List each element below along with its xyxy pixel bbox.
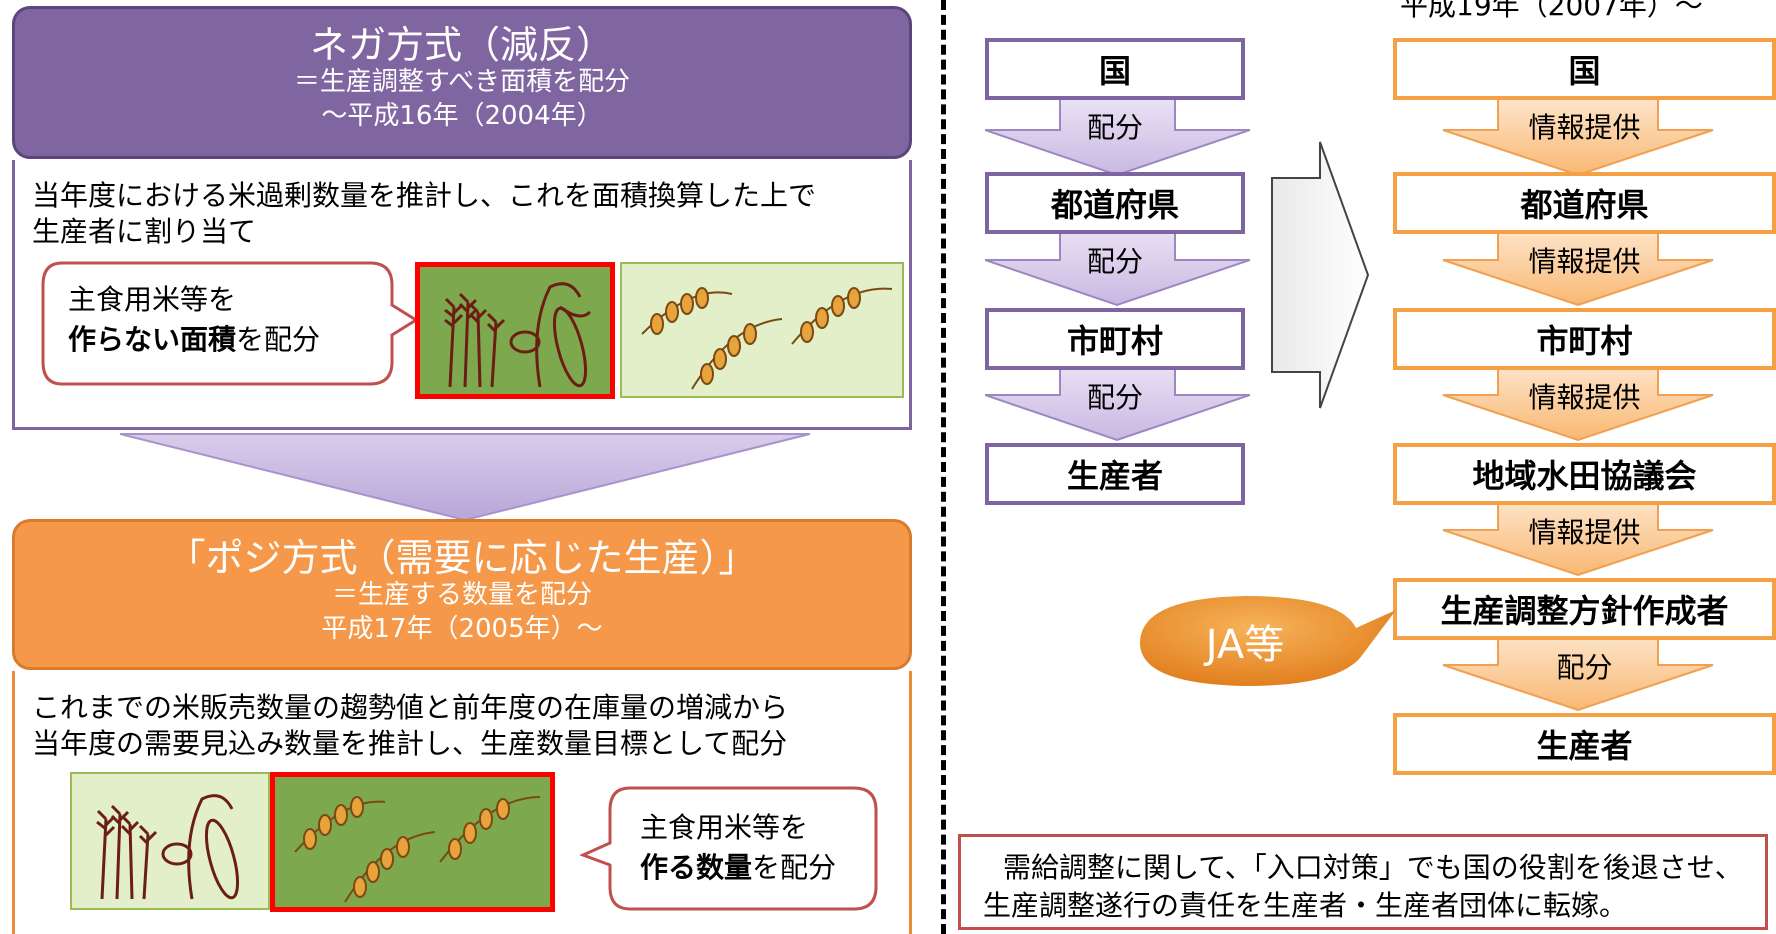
right-flow-header: 平成19年（2007年）～ bbox=[1400, 0, 1703, 22]
column-divider bbox=[941, 0, 946, 934]
ja-bubble-shape bbox=[1140, 596, 1396, 686]
left-edge-2: 配分 bbox=[1086, 245, 1143, 278]
wheat-soy-illustration bbox=[70, 772, 270, 910]
right-edge-4: 情報提供 bbox=[1528, 516, 1641, 549]
nega-header: ネガ方式（減反） ＝生産調整すべき面積を配分 ～平成16年（2004年） bbox=[12, 6, 912, 159]
left-node-producer: 生産者 bbox=[985, 443, 1245, 505]
posi-callout-bold: 作る数量 bbox=[640, 851, 753, 884]
right-node-pref: 都道府県 bbox=[1393, 172, 1776, 234]
nega-callout-bold: 作らない面積 bbox=[68, 323, 237, 356]
wheat-soy-illustration bbox=[415, 262, 615, 399]
rice-ear-illustration bbox=[270, 772, 555, 912]
ja-bubble: JA等 bbox=[1205, 622, 1285, 668]
rice-ear-illustration bbox=[620, 262, 904, 398]
posi-desc-line1: これまでの米販売数量の趨勢値と前年度の在庫量の増減から bbox=[32, 691, 789, 724]
nega-period: ～平成16年（2004年） bbox=[321, 101, 603, 131]
posi-callout-rest: を配分 bbox=[752, 851, 837, 884]
conclusion-line2: 生産調整遂行の責任を生産者・生産者団体に転嫁。 bbox=[983, 889, 1628, 922]
posi-callout-shape bbox=[580, 786, 878, 911]
right-node-city: 市町村 bbox=[1393, 308, 1776, 370]
posi-header: 「ポジ方式（需要に応じた生産）」 ＝生産する数量を配分 平成17年（2005年）… bbox=[12, 519, 912, 670]
nega-subtitle: ＝生産調整すべき面積を配分 bbox=[293, 67, 631, 97]
transition-arrow bbox=[120, 433, 810, 522]
transition-right-arrow bbox=[1271, 141, 1370, 409]
nega-callout-rest: を配分 bbox=[236, 323, 321, 356]
posi-period: 平成17年（2005年）～ bbox=[321, 614, 603, 644]
conclusion-note: 需給調整に関して、「入口対策」でも国の役割を後退させ、 生産調整遂行の責任を生産… bbox=[958, 834, 1768, 930]
right-edge-5: 配分 bbox=[1556, 651, 1613, 684]
right-edge-2: 情報提供 bbox=[1528, 245, 1641, 278]
left-node-city: 市町村 bbox=[985, 308, 1245, 370]
right-edge-3: 情報提供 bbox=[1528, 381, 1641, 414]
conclusion-line1: 需給調整に関して、「入口対策」でも国の役割を後退させ、 bbox=[1003, 851, 1743, 884]
posi-desc-line2: 当年度の需要見込み数量を推計し、生産数量目標として配分 bbox=[32, 727, 788, 760]
right-edge-1: 情報提供 bbox=[1528, 111, 1641, 144]
right-node-council: 地域水田協議会 bbox=[1393, 443, 1776, 505]
left-node-pref: 都道府県 bbox=[985, 172, 1245, 234]
nega-callout: 主食用米等を 作らない面積を配分 bbox=[68, 280, 320, 360]
right-node-kuni: 国 bbox=[1393, 38, 1776, 100]
posi-callout: 主食用米等を 作る数量を配分 bbox=[640, 808, 836, 888]
left-edge-1: 配分 bbox=[1086, 111, 1143, 144]
left-node-kuni: 国 bbox=[985, 38, 1245, 100]
right-flow-arrows bbox=[1442, 95, 1714, 712]
nega-callout-shape bbox=[41, 261, 419, 386]
left-edge-3: 配分 bbox=[1086, 381, 1143, 414]
nega-desc-line2: 生産者に割り当て bbox=[32, 215, 257, 248]
right-node-planner: 生産調整方針作成者 bbox=[1393, 578, 1776, 640]
nega-title: ネガ方式（減反） bbox=[309, 23, 614, 67]
right-node-producer: 生産者 bbox=[1393, 713, 1776, 775]
nega-desc-line1: 当年度における米過剰数量を推計し、これを面積換算した上で bbox=[32, 179, 817, 212]
posi-subtitle: ＝生産する数量を配分 bbox=[331, 580, 592, 610]
posi-title: 「ポジ方式（需要に応じた生産）」 bbox=[167, 536, 757, 580]
posi-callout-line1: 主食用米等を bbox=[640, 811, 809, 844]
nega-callout-line1: 主食用米等を bbox=[68, 283, 237, 316]
